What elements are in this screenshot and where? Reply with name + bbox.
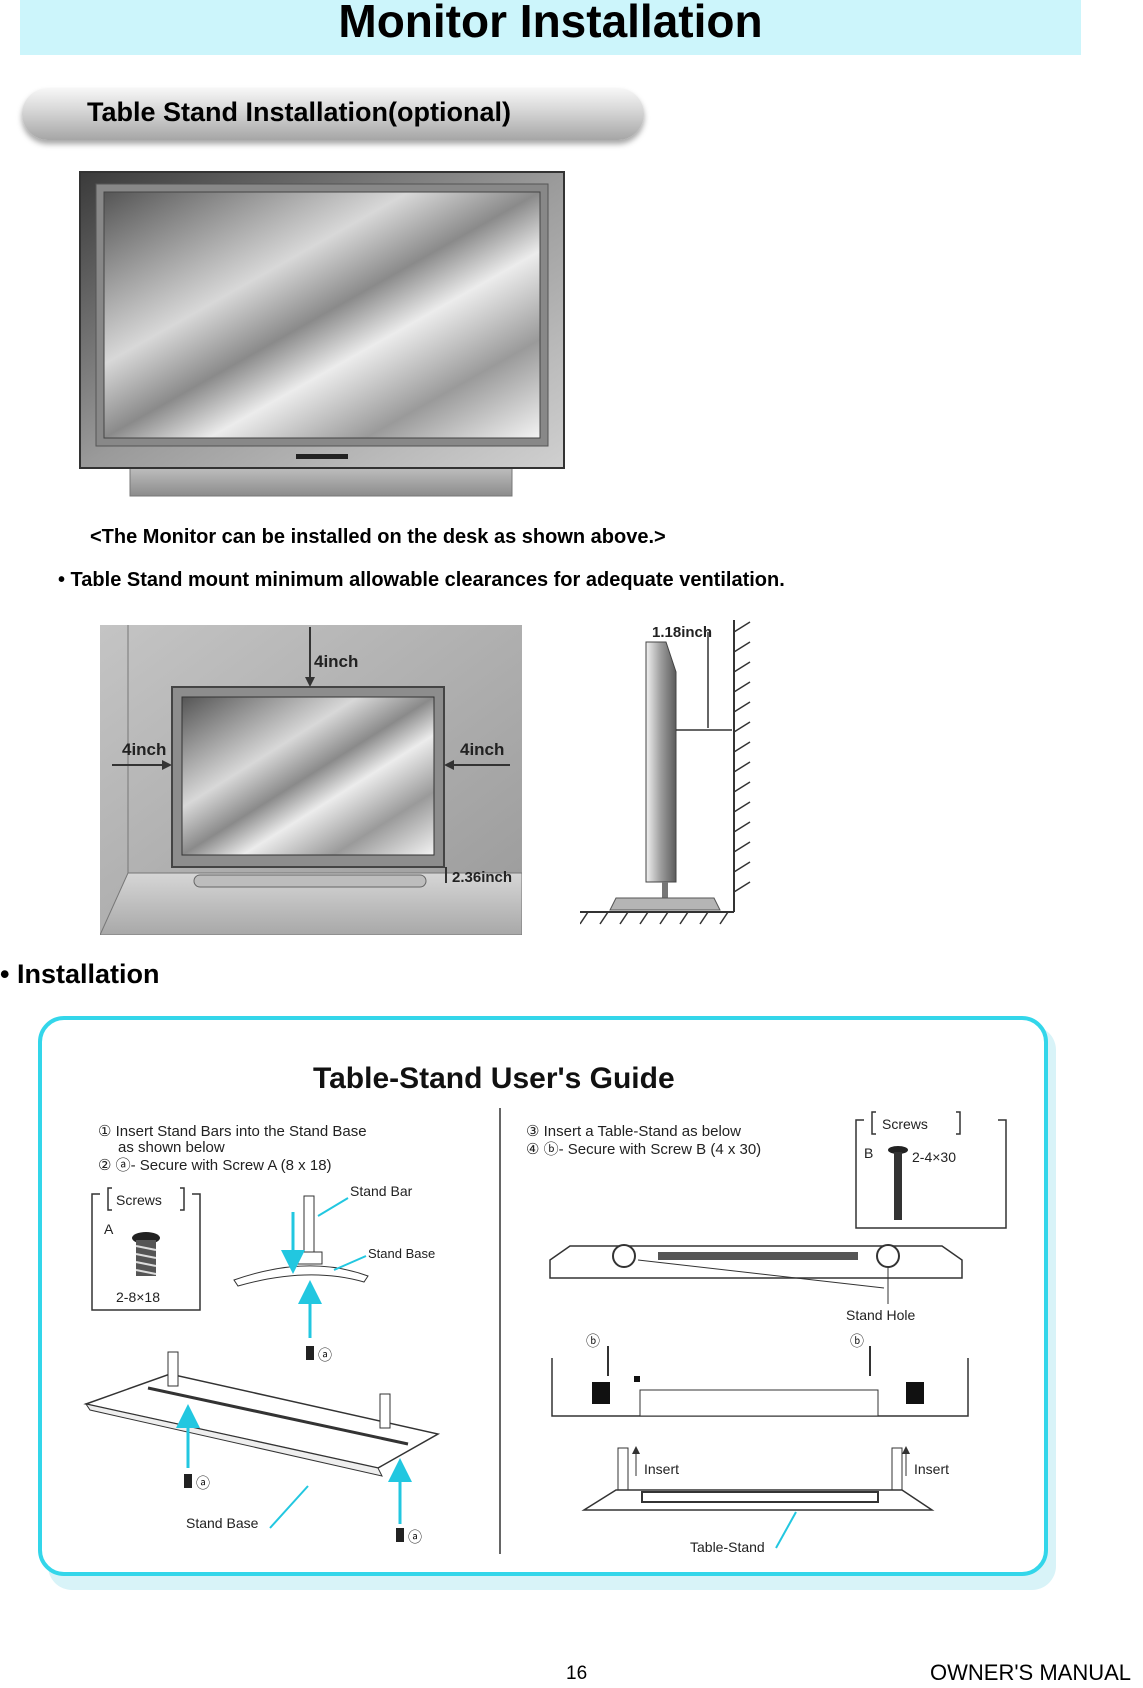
- section-title: Table Stand Installation(optional): [87, 95, 511, 129]
- insert-right-label: Insert: [914, 1461, 949, 1477]
- clearance-right-label: 4inch: [460, 740, 504, 759]
- stand-hole-label: Stand Hole: [846, 1307, 915, 1323]
- table-stand-label: Table-Stand: [690, 1539, 765, 1555]
- page-title: Monitor Installation: [20, 0, 1081, 48]
- screw-a-size: 2-8×18: [116, 1289, 160, 1305]
- clearance-rear-label: 1.18inch: [652, 624, 712, 641]
- marker-a-3: ⓐ: [408, 1529, 422, 1545]
- marker-b-2: ⓑ: [850, 1333, 864, 1349]
- guide-step-2: ② ⓐ- Secure with Screw A (8 x 18): [98, 1157, 332, 1174]
- guide-step-4: ④ ⓑ- Secure with Screw B (4 x 30): [526, 1141, 761, 1158]
- table-stand-guide: Table-Stand User's Guide ① Insert Stand …: [38, 1016, 1058, 1592]
- clearance-bottom-label: 2.36inch: [452, 869, 512, 886]
- screw-a-letter: A: [104, 1221, 114, 1237]
- guide-step-1: ① Insert Stand Bars into the Stand Base: [98, 1123, 367, 1140]
- guide-step-1b: as shown below: [118, 1139, 225, 1156]
- screws-b-label: Screws: [882, 1116, 928, 1132]
- footer-label: OWNER'S MANUAL: [930, 1660, 1131, 1686]
- page-number: 16: [566, 1662, 587, 1686]
- screws-a-label: Screws: [116, 1192, 162, 1208]
- screw-a-icon: [132, 1232, 160, 1276]
- insert-left-label: Insert: [644, 1461, 679, 1477]
- clearance-front-diagram: 4inch 4inch 4inch 2.36inch: [100, 625, 522, 935]
- stand-base-label: Stand Base: [368, 1246, 435, 1261]
- stand-bar-label: Stand Bar: [350, 1183, 413, 1199]
- stand-base-long-label: Stand Base: [186, 1515, 259, 1531]
- clearance-note: • Table Stand mount minimum allowable cl…: [58, 567, 785, 593]
- marker-b-1: ⓑ: [586, 1333, 600, 1349]
- clearance-top-label: 4inch: [314, 652, 358, 671]
- clearance-left-label: 4inch: [122, 740, 166, 759]
- screw-b-letter: B: [864, 1145, 873, 1161]
- guide-step-3: ③ Insert a Table-Stand as below: [526, 1123, 741, 1140]
- monitor-front-image: [78, 170, 566, 500]
- guide-title: Table-Stand User's Guide: [313, 1062, 675, 1095]
- clearance-side-diagram: 1.18inch: [580, 612, 760, 938]
- figure-caption: <The Monitor can be installed on the des…: [90, 524, 666, 550]
- marker-a-1: ⓐ: [318, 1347, 332, 1363]
- installation-heading: • Installation: [0, 957, 159, 991]
- screw-b-size: 2-4×30: [912, 1149, 956, 1165]
- marker-a-2: ⓐ: [196, 1475, 210, 1491]
